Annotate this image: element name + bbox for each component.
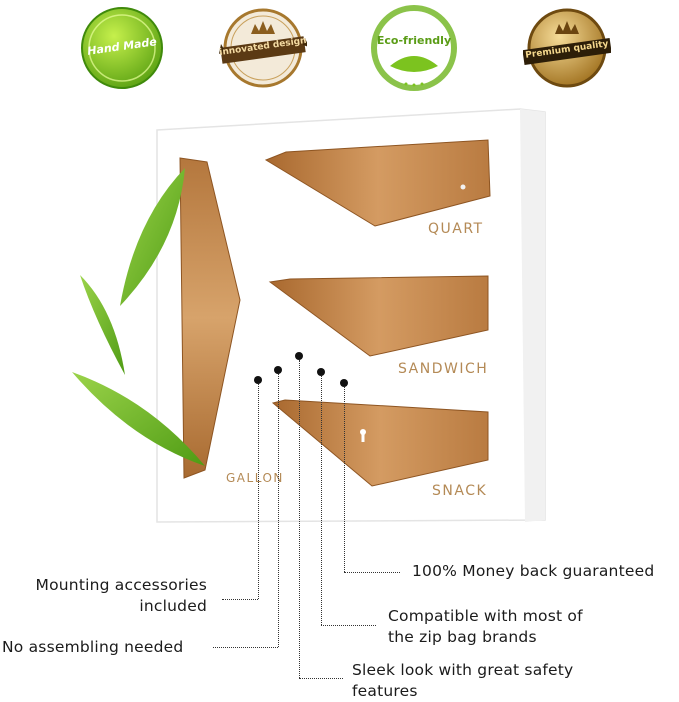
callout-line-no-assembling-h (213, 647, 278, 648)
eco-friendly-badge-label: Eco-friendly (376, 34, 452, 47)
mounting-feature: Mounting accessories included (35, 576, 207, 615)
callout-line-mounting-h (222, 599, 258, 600)
sandwich-slot (268, 275, 489, 357)
sleek-feature: Sleek look with great safety features (352, 661, 574, 700)
callout-line-no-assembling-v (278, 374, 279, 647)
leaf (120, 168, 185, 306)
snack-label: SNACK (432, 483, 488, 499)
callout-line-money-back-h (344, 572, 400, 573)
bag-organizer-illustration (72, 108, 546, 523)
premium-quality-badge: Premium quality (523, 4, 611, 92)
callout-dot-mounting (254, 376, 262, 384)
callout-line-sleek-v (299, 360, 300, 678)
quart-slot (264, 139, 491, 227)
leaf-badge-icon (371, 5, 457, 91)
money-back-feature: 100% Money back guaranteed (412, 562, 655, 580)
callout-line-money-back-v (344, 387, 345, 572)
innovated-design-badge: innovated design (219, 4, 307, 92)
hand-made-badge-icon (81, 7, 163, 89)
gallon-slot (179, 157, 241, 479)
snack-slot (271, 399, 489, 487)
gallon-label: GALLON (226, 471, 284, 485)
eco-friendly-badge: Eco-friendly (370, 4, 458, 92)
compatible-feature: Compatible with most of the zip bag bran… (388, 607, 583, 646)
crown-seal-icon (219, 8, 307, 88)
callout-dot-money-back (340, 379, 348, 387)
quart-label: QUART (428, 221, 484, 237)
callout-line-mounting-v (258, 384, 259, 599)
callout-dot-no-assembling (274, 366, 282, 374)
callout-line-compatible-h (321, 625, 376, 626)
callout-line-sleek-h (299, 678, 343, 679)
callout-dot-compatible (317, 368, 325, 376)
leaf (80, 275, 125, 375)
leaf (72, 372, 205, 466)
callout-line-compatible-v (321, 376, 322, 625)
no-assembling-feature: No assembling needed (2, 638, 184, 656)
hand-made-badge: Hand Made (78, 4, 166, 92)
callout-dot-sleek (295, 352, 303, 360)
crown-gold-seal-icon (523, 8, 611, 88)
sandwich-label: SANDWICH (398, 361, 489, 377)
